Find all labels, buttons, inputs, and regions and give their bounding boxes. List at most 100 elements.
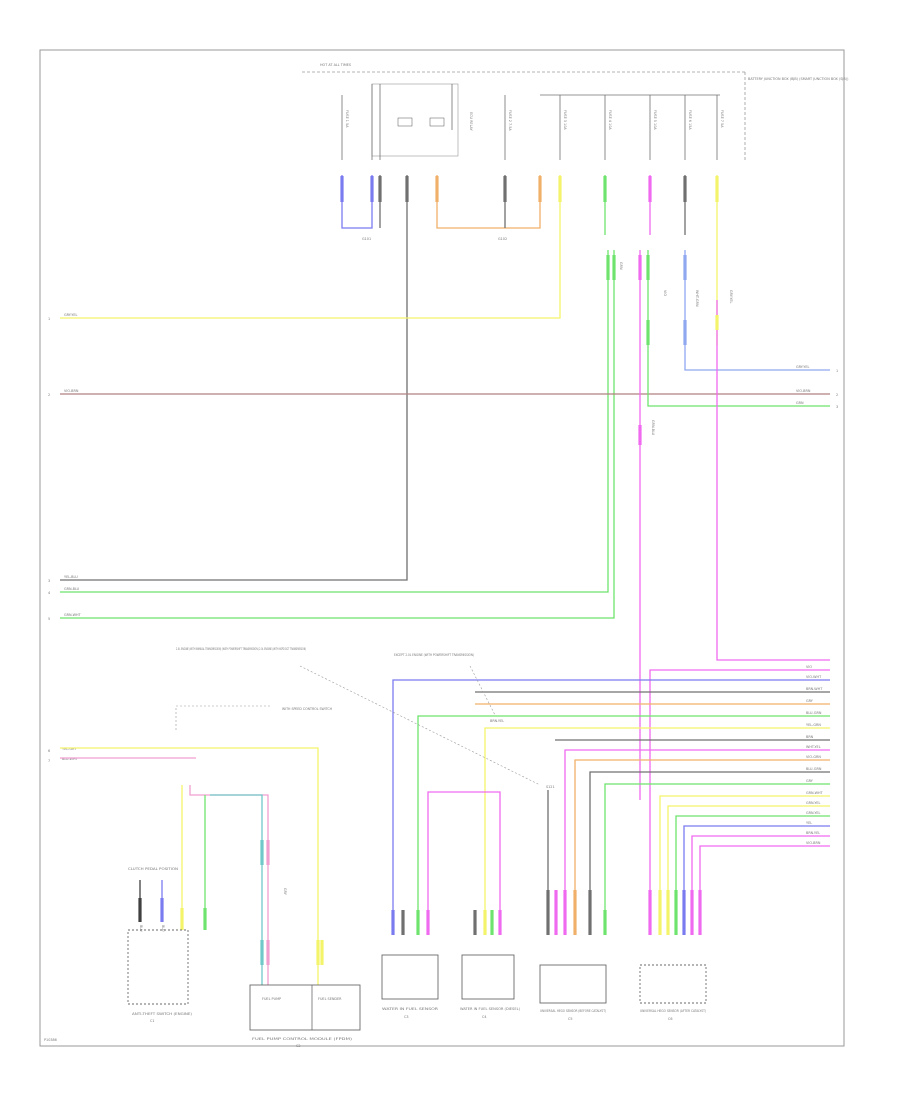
bottom-left-connectors — [138, 840, 324, 965]
left-signal-labels: 1 GRY-YEL 2 VIO-BRN 3 YEL-BLU 4 GRN-BLU … — [48, 313, 82, 621]
component-id: C5 — [568, 1017, 573, 1021]
fuse-5: FUSE 5 10A — [649, 95, 657, 160]
bus-label: BRN — [806, 735, 814, 739]
ground-label-1: G101 — [362, 237, 371, 241]
wire-tags: BLU BLU GRY GRN-BLU VIO WHT-GRN GRY-YEL … — [139, 262, 733, 932]
fuse-2: FUSE 2 7.5A — [504, 95, 512, 160]
fuse-box-note: BATTERY JUNCTION BOX (BJB) (SMART JUNCTI… — [748, 77, 849, 81]
top-wires: G101 G102 — [60, 175, 830, 800]
right-bus-labels: VIO VIO-WHT BRN-WHT GRY BLU-GRN YEL-GRN … — [806, 665, 824, 845]
right-signal-num: 3 — [836, 405, 838, 409]
fuse-3: FUSE 3 10A — [559, 95, 567, 160]
left-signal-label: GRY-YEL — [64, 313, 77, 317]
svg-text:GRY-YEL: GRY-YEL — [729, 290, 733, 303]
fuse-7: FUSE 7 5A — [716, 95, 724, 160]
left-signal-label: GRN-BLU — [64, 587, 80, 591]
right-signal-num: 1 — [836, 369, 838, 373]
fuel-sender-label: FUEL SENDER — [318, 997, 342, 1001]
component-id: C1 — [150, 1019, 155, 1023]
fuse-box: HOT AT ALL TIMES BATTERY JUNCTION BOX (B… — [302, 63, 849, 162]
fuse-1: FUSE 1 5A — [341, 95, 349, 160]
bl-signal-num: 6 — [48, 749, 50, 753]
component-water-fuel-sensor: WATER IN FUEL SENSOR C3 — [381, 954, 439, 1019]
left-signal-label: YEL-BLU — [64, 575, 78, 579]
mid-pointer-note: EXCEPT 2.0L ENGINE (WITH POWERSHIFT TRAN… — [394, 653, 475, 657]
svg-text:FUSE 1 5A: FUSE 1 5A — [345, 110, 349, 128]
bus-label: BRN-YEL — [806, 831, 820, 835]
component-label: ANTI-THEFT SWITCH (ENGINE) — [132, 1012, 193, 1016]
component-label: WATER IN FUEL SENSOR (DIESEL) — [460, 1007, 521, 1011]
bus-label: GRY — [806, 779, 814, 783]
left-signal-num: 3 — [48, 579, 50, 583]
ecu-relay-label: ECU RELAY — [469, 112, 473, 132]
left-pointer-note: 2.0L ENGINE (WITH MANUAL TRANSMISSION) (… — [176, 647, 306, 651]
footer-code: P10386 — [44, 1038, 57, 1042]
svg-text:FUSE 3 10A: FUSE 3 10A — [563, 110, 567, 130]
left-signal-num: 2 — [48, 393, 50, 397]
bus-label: GRN-YEL — [806, 801, 821, 805]
left-signal-label: VIO-BRN — [64, 389, 79, 393]
left-signal-num: 1 — [48, 317, 50, 321]
bus-label: VIO-WHT — [806, 675, 822, 679]
component-id: C3 — [404, 1015, 409, 1019]
bus-label: WHT-YEL — [806, 745, 821, 749]
svg-text:FUSE 7 5A: FUSE 7 5A — [720, 110, 724, 128]
component-label: UNIVERSAL HEGO SENSOR (BEFORE CATALYST) — [540, 1009, 607, 1013]
component-hego-sensor-before: UNIVERSAL HEGO SENSOR (BEFORE CATALYST) … — [539, 964, 607, 1021]
splice-label: S121 — [546, 785, 555, 789]
component-water-fuel-sensor-diesel: WATER IN FUEL SENSOR (DIESEL) C4 — [460, 954, 521, 1019]
right-signal-num: 2 — [836, 393, 838, 397]
svg-text:VIO: VIO — [663, 290, 667, 296]
diagram-frame — [39, 49, 845, 1047]
left-signal-label: GRN-WHT — [64, 613, 82, 617]
svg-text:GRN: GRN — [619, 262, 623, 270]
right-signal-label: GRY-YEL — [796, 365, 809, 369]
fuel-pump-label: FUEL PUMP — [262, 997, 281, 1001]
svg-text:WHT-GRN: WHT-GRN — [695, 290, 699, 307]
component-label: FUEL PUMP CONTROL MODULE (FPDM) — [252, 1037, 353, 1041]
svg-text:FUSE 6 15A: FUSE 6 15A — [688, 110, 692, 130]
component-label: UNIVERSAL HEGO SENSOR (AFTER CATALYST) — [640, 1009, 707, 1013]
fuse-6: FUSE 6 15A — [684, 95, 692, 160]
component-hego-sensor-after: UNIVERSAL HEGO SENSOR (AFTER CATALYST) C… — [639, 964, 707, 1021]
right-top-signal-labels: GRY-YEL 1 VIO-BRN 2 GRN 3 — [796, 365, 838, 409]
bl-signal-label: YEL-GRY — [62, 747, 77, 751]
fuse-box-title: HOT AT ALL TIMES — [320, 63, 351, 67]
svg-text:FUSE 4 10A: FUSE 4 10A — [608, 110, 612, 130]
bus-label: YEL-GRN — [806, 723, 821, 727]
bus-label: BRN-WHT — [806, 687, 823, 691]
svg-text:FUSE 2 7.5A: FUSE 2 7.5A — [508, 110, 512, 131]
bl-signal-label: BLU-WHT — [62, 757, 79, 761]
bus-label: YEL — [806, 821, 812, 825]
svg-text:BLU: BLU — [161, 925, 165, 932]
left-signal-num: 5 — [48, 617, 50, 621]
component-id: C4 — [482, 1015, 487, 1019]
ground-label-2: G102 — [498, 237, 507, 241]
bus-label: VIO — [806, 665, 812, 669]
bus-label: VIO-GRN — [806, 755, 821, 759]
right-signal-label: VIO-BRN — [796, 389, 811, 393]
mid-dash-label: BRN-YEL — [490, 719, 504, 723]
annotations: 2.0L ENGINE (WITH MANUAL TRANSMISSION) (… — [175, 647, 555, 789]
bus-label: VIO-BRN — [806, 841, 821, 845]
svg-text:FUSE 5 10A: FUSE 5 10A — [653, 110, 657, 130]
connector-pins-top — [340, 176, 719, 445]
right-bus — [392, 669, 830, 915]
component-label: WATER IN FUEL SENSOR — [382, 1007, 439, 1011]
bus-label: BLU-GRN — [806, 767, 822, 771]
component-id: C2 — [296, 1044, 301, 1048]
bus-label: GRY — [806, 699, 814, 703]
bus-label: GRN-WHT — [806, 791, 824, 795]
connector-pins-bottom — [391, 890, 702, 935]
small-note: WITH SPEED CONTROL SWITCH — [282, 707, 332, 711]
left-signal-num: 4 — [48, 591, 50, 595]
svg-text:GRN-BLU: GRN-BLU — [651, 420, 655, 436]
right-signal-label: GRN — [796, 401, 804, 405]
ecu-relay: ECU RELAY — [371, 83, 473, 160]
svg-text:GRY: GRY — [283, 888, 287, 896]
bus-label: GRN-YEL — [806, 811, 821, 815]
switch-sub: CLUTCH PEDAL POSITION — [128, 867, 179, 871]
bottom-left-section: 6 YEL-GRY 7 BLU-WHT — [48, 747, 319, 990]
component-id: C6 — [668, 1017, 673, 1021]
